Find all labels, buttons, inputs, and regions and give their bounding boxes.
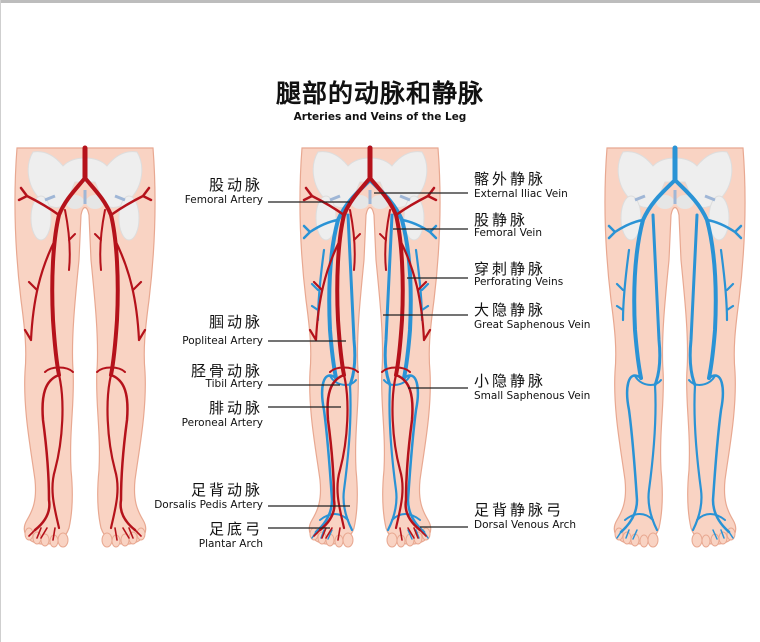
label-great-saphenous-vein: 大隐静脉 Great Saphenous Vein bbox=[474, 301, 591, 331]
left-border bbox=[0, 0, 1, 642]
title-english: Arteries and Veins of the Leg bbox=[293, 111, 467, 123]
label-peroneal-artery: 腓动脉 Peroneal Artery bbox=[181, 399, 263, 429]
label-perforating-veins: 穿刺静脉 Perforating Veins bbox=[474, 260, 564, 288]
combined-panel bbox=[298, 148, 442, 549]
title-chinese: 腿部的动脉和静脉 bbox=[275, 79, 484, 108]
top-border bbox=[0, 0, 760, 3]
label-femoral-artery: 股动脉 Femoral Artery bbox=[184, 176, 263, 206]
veins-panel bbox=[603, 148, 747, 549]
label-external-iliac-vein: 髂外静脉 External Iliac Vein bbox=[474, 170, 568, 200]
label-plantar-arch: 足底弓 Plantar Arch bbox=[198, 520, 263, 550]
label-dorsalis-pedis-artery: 足背动脉 Dorsalis Pedis Artery bbox=[154, 481, 263, 511]
label-small-saphenous-vein: 小隐静脉 Small Saphenous Vein bbox=[474, 372, 591, 402]
arteries-panel bbox=[13, 148, 157, 549]
label-dorsal-venous-arch: 足背静脉弓 Dorsal Venous Arch bbox=[474, 501, 577, 531]
label-femoral-vein: 股静脉 Femoral Vein bbox=[474, 211, 542, 239]
leader-lines bbox=[268, 192, 468, 529]
label-tibial-artery: 胫骨动脉 Tibil Artery bbox=[190, 362, 263, 390]
label-popliteal-artery: 腘动脉 Popliteal Artery bbox=[182, 313, 263, 347]
